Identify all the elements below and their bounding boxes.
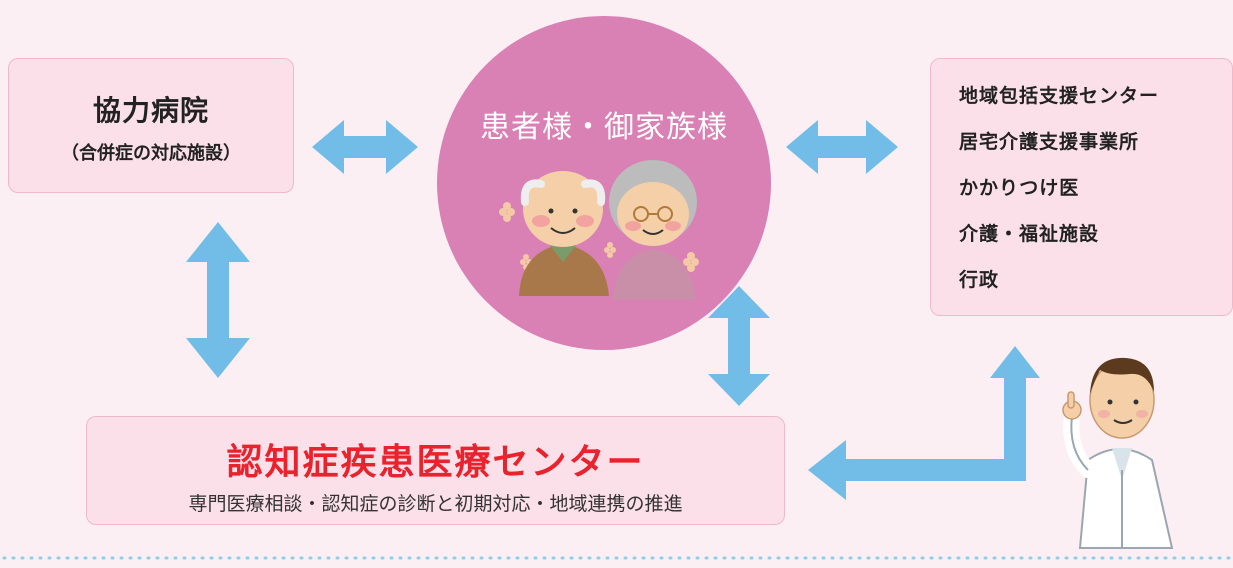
- hospital-subtitle: （合併症の対応施設）: [61, 143, 241, 164]
- partners-list: 地域包括支援センター 居宅介護支援事業所 かかりつけ医 介護・福祉施設 行政: [959, 83, 1159, 313]
- partner-item: 行政: [959, 269, 1000, 291]
- partner-item: かかりつけ医: [959, 177, 1080, 199]
- hospital-title: 協力病院: [92, 94, 209, 127]
- arrow-hospital-patient: [312, 120, 418, 174]
- arrow-partners-center: [808, 346, 1040, 500]
- center-subtitle: 専門医療相談・認知症の診断と初期対応・地域連携の推進: [188, 493, 683, 515]
- patient-circle: 患者様・御家族様: [437, 16, 771, 350]
- arrow-patient-partners: [786, 120, 898, 174]
- partner-item: 居宅介護支援事業所: [959, 131, 1140, 153]
- patient-label: 患者様・御家族様: [480, 110, 728, 145]
- doctor-icon: [1062, 357, 1174, 549]
- center-title: 認知症疾患医療センター: [226, 442, 645, 483]
- hospital-box: 協力病院 （合併症の対応施設）: [8, 58, 294, 193]
- arrow-patient-center: [708, 286, 770, 406]
- elderly-couple-icon: [499, 160, 699, 300]
- dotted-separator: [2, 556, 1233, 560]
- arrow-hospital-center: [186, 222, 250, 378]
- partner-item: 地域包括支援センター: [959, 85, 1160, 107]
- partner-item: 介護・福祉施設: [959, 223, 1100, 245]
- dementia-center-box: 認知症疾患医療センター 専門医療相談・認知症の診断と初期対応・地域連携の推進: [86, 416, 785, 525]
